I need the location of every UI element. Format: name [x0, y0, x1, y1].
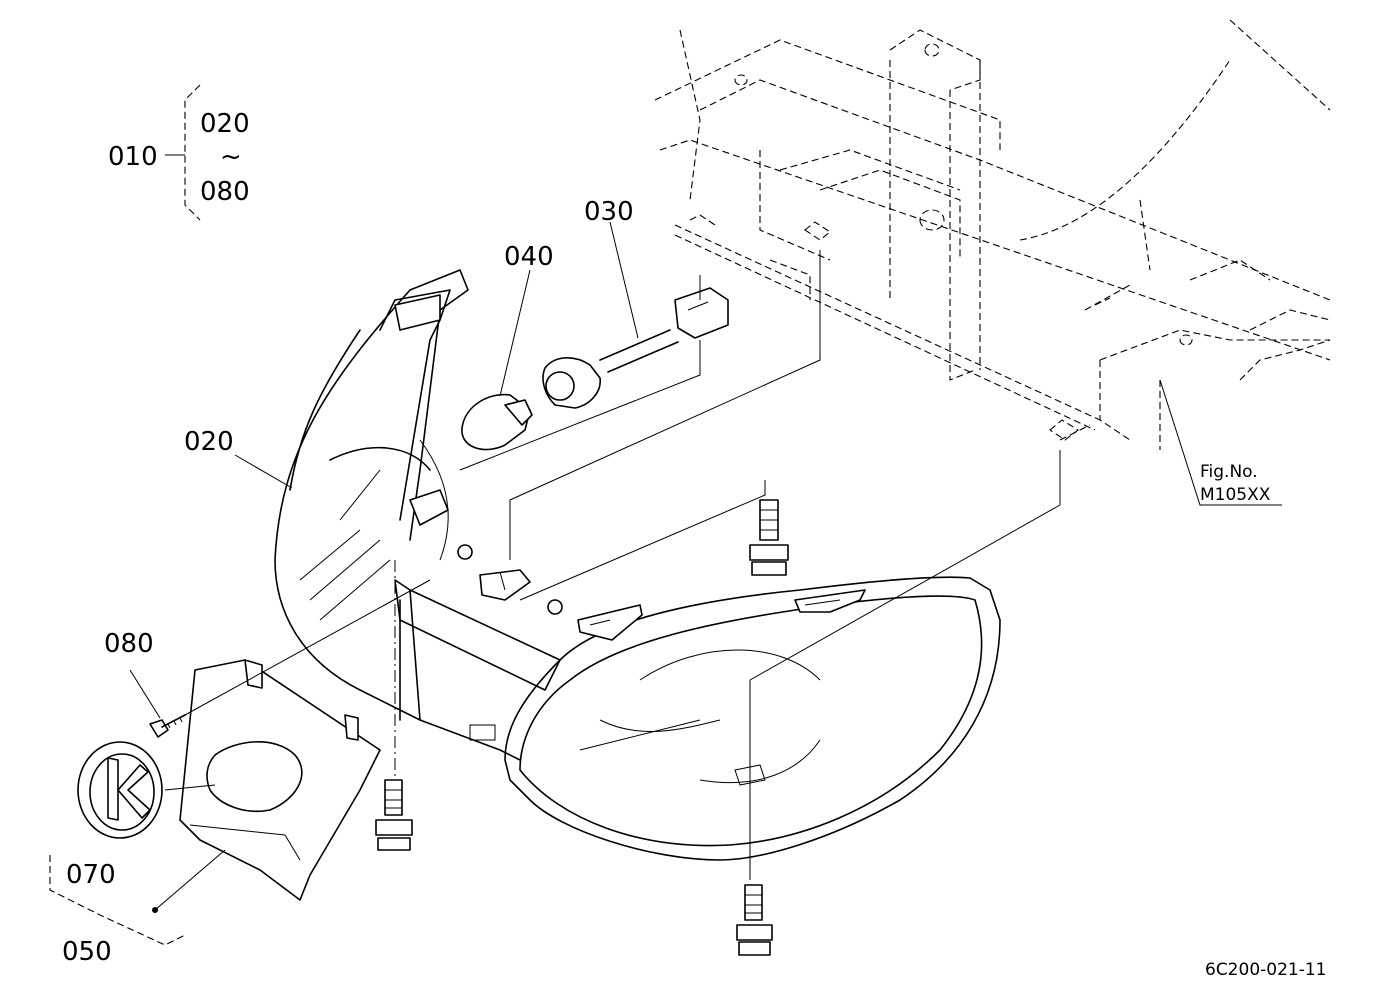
label-070: 070 — [66, 860, 116, 890]
label-020-range: 020 — [200, 109, 250, 139]
label-080-range: 080 — [200, 177, 250, 207]
socket — [542, 287, 729, 409]
label-020: 020 — [184, 427, 234, 457]
emblem — [77, 741, 163, 839]
label-080: 080 — [104, 629, 154, 659]
label-range-separator: ~ — [220, 142, 242, 172]
bolt-middle — [375, 779, 413, 851]
bolt-upper — [749, 499, 789, 576]
cover — [179, 659, 381, 901]
screw — [149, 714, 186, 738]
bolt-lower — [736, 884, 773, 956]
label-010: 010 — [108, 142, 158, 172]
fig-ref-line2: M105XX — [1200, 485, 1271, 505]
callout-leaders — [129, 221, 639, 719]
drawing-number: 6C200-021-11 — [1205, 960, 1326, 980]
headlight-housing — [274, 269, 1001, 861]
frame-structure — [654, 19, 1331, 450]
assembly-bracket — [49, 84, 201, 946]
fig-ref-line1: Fig.No. — [1200, 462, 1258, 482]
leader-lines — [152, 250, 1282, 913]
label-040: 040 — [504, 242, 554, 272]
bulb — [461, 393, 533, 451]
label-050: 050 — [62, 937, 112, 967]
label-030: 030 — [584, 197, 634, 227]
